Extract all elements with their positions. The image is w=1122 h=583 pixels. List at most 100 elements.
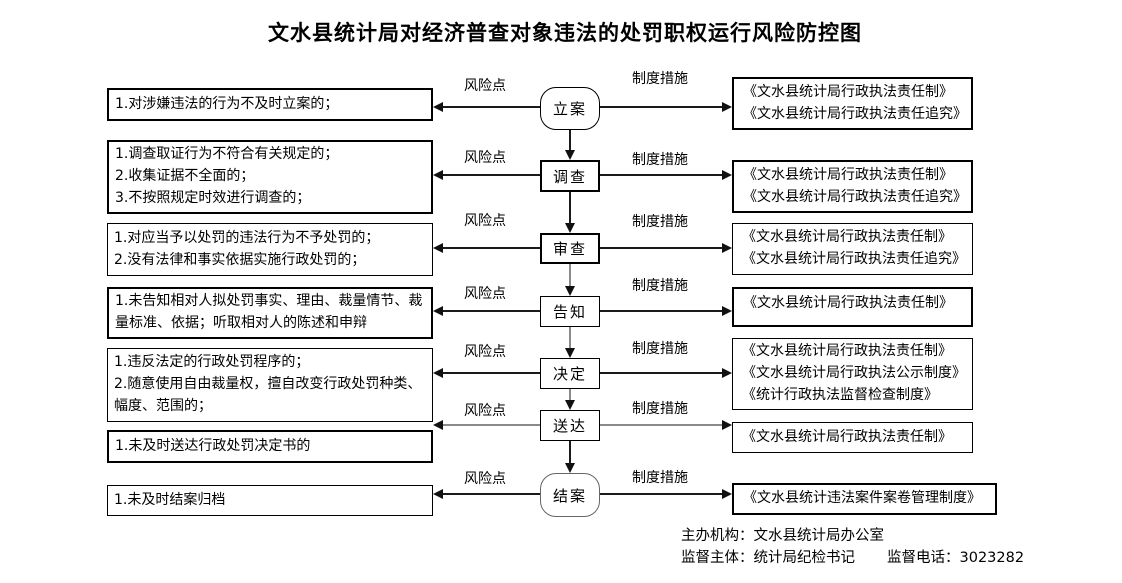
measure-box-row4: 《文水县统计局行政执法责任制》 [732,287,973,327]
measure-text: 《文水县统计局行政执法责任制》 [743,295,953,311]
measure-text: 《文水县统计局行政执法责任追究》 [743,105,967,122]
measure-text: 《文水县统计局行政执法责任制》 [742,428,952,445]
measure-box-row7: 《文水县统计违法案件案卷管理制度》 [732,483,997,515]
risk-text: 1.对应当予以处罚的违法行为不予处罚的； [114,229,380,246]
arrowhead-left-icon [433,102,443,112]
flow-node-label: 告知 [552,303,587,321]
risk-point-label-row3: 风险点 [464,213,506,229]
arrowhead-left-icon [433,420,443,430]
risk-arrow-row7 [442,493,540,495]
measure-label-row3: 制度措施 [632,214,688,230]
measure-arrow-row6 [600,424,722,426]
measure-box-row6: 《文水县统计局行政执法责任制》 [732,422,973,453]
arrowhead-down-icon [565,463,575,473]
measure-arrow-row4 [600,310,722,312]
flow-node-label: 立案 [552,100,587,118]
measure-text: 《文水县统计局行政执法责任制》 [743,83,953,100]
risk-point-label-row1: 风险点 [464,78,506,94]
measure-arrow-row7 [600,493,722,495]
measure-label-row5: 制度措施 [632,341,688,357]
arrowhead-left-icon [433,243,443,253]
footer-phone: 监督电话：3023282 [887,549,1025,566]
flow-connector-1-2 [569,130,571,151]
risk-text: 1.调查取证行为不符合有关规定的； [115,146,339,163]
risk-arrow-row3 [442,247,540,249]
measure-arrow-row3 [600,247,722,249]
measure-box-row2: 《文水县统计局行政执法责任制》 《文水县统计局行政执法责任追究》 [732,160,973,213]
measure-text: 《文水县统计局行政执法责任追究》 [742,251,966,267]
risk-text: 2.收集证据不全面的； [115,168,255,185]
arrowhead-right-icon [722,170,732,180]
footer: 主办机构：文水县统计局办公室 监督主体：统计局纪检书记监督电话：3023282 [681,526,1024,570]
risk-box-row1: 1.对涉嫌违法的行为不及时立案的； [107,88,433,121]
flow-connector-5-6 [569,389,571,401]
risk-point-label-row7: 风险点 [464,471,506,487]
arrowhead-right-icon [722,489,732,499]
measure-label-row1: 制度措施 [632,71,688,87]
measure-label-row2: 制度措施 [632,152,688,168]
flow-connector-2-3 [569,192,571,224]
flow-connector-4-5 [569,327,571,349]
page-title: 文水县统计局对经济普查对象违法的处罚职权运行风险防控图 [268,21,862,45]
measure-text: 《文水县统计局行政执法责任制》 [742,229,952,246]
risk-box-row5: 1.违反法定的行政处罚程序的； 2.随意使用自由裁量权，擅自改变行政处罚种类、幅… [107,348,433,422]
risk-text: 2.没有法律和事实依据实施行政处罚的； [114,251,366,268]
risk-text: 1.未及时送达行政处罚决定书的 [115,437,311,454]
arrowhead-left-icon [433,489,443,499]
risk-text: 2.随意使用自由裁量权，擅自改变行政处罚种类、幅度、范围的； [114,376,422,414]
arrowhead-left-icon [433,170,443,180]
flow-node-label: 送达 [552,417,587,435]
arrowhead-right-icon [722,368,732,378]
flow-connector-3-4 [569,264,571,287]
flow-node-label: 审查 [552,240,587,258]
arrowhead-right-icon [722,306,732,316]
risk-box-row3: 1.对应当予以处罚的违法行为不予处罚的； 2.没有法律和事实依据实施行政处罚的； [107,223,433,276]
risk-point-label-row6: 风险点 [464,403,506,419]
arrowhead-left-icon [433,306,443,316]
risk-point-label-row5: 风险点 [464,344,506,360]
risk-text: 1.对涉嫌违法的行为不及时立案的； [115,95,339,112]
risk-box-row4: 1.未告知相对人拟处罚事实、理由、裁量情节、裁量标准、依据；听取相对人的陈述和申… [107,287,433,339]
arrowhead-right-icon [722,243,732,253]
arrowhead-right-icon [722,102,732,112]
measure-text: 《文水县统计局行政执法责任追究》 [743,188,967,205]
measure-label-row4: 制度措施 [632,278,688,294]
risk-text: 1.违反法定的行政处罚程序的； [114,354,310,371]
measure-label-row7: 制度措施 [632,470,688,486]
risk-arrow-row4 [442,310,540,312]
risk-text: 1.未及时结案归档 [114,491,226,508]
flow-node-filing: 立案 [540,87,600,130]
risk-box-row7: 1.未及时结案归档 [107,485,433,516]
measure-box-row1: 《文水县统计局行政执法责任制》 《文水县统计局行政执法责任追究》 [732,77,973,130]
flow-connector-6-7 [569,441,571,464]
arrowhead-down-icon [565,150,575,160]
measure-arrow-row5 [600,372,722,374]
risk-box-row2: 1.调查取证行为不符合有关规定的； 2.收集证据不全面的； 3.不按照规定时效进… [107,140,433,214]
flow-node-investigation: 调查 [540,160,600,192]
flow-node-review: 审查 [540,233,600,264]
measure-text: 《文水县统计违法案件案卷管理制度》 [743,490,981,507]
flow-node-label: 调查 [552,167,587,186]
arrowhead-left-icon [433,368,443,378]
measure-text: 《文水县统计局行政执法责任制》 [742,343,952,360]
risk-point-label-row2: 风险点 [464,150,506,166]
measure-arrow-row1 [600,106,722,108]
arrowhead-down-icon [565,400,575,410]
risk-point-label-row4: 风险点 [464,286,506,302]
flow-node-label: 结案 [552,486,587,505]
flow-node-case-closing: 结案 [540,473,600,517]
measure-arrow-row2 [600,174,722,176]
risk-arrow-row1 [442,106,540,108]
arrowhead-down-icon [565,223,575,233]
flow-node-notification: 告知 [540,296,600,327]
flow-node-delivery: 送达 [540,410,600,441]
risk-arrow-row6 [442,424,540,426]
footer-supervisor: 监督主体：统计局纪检书记 [681,549,855,566]
measure-text: 《文水县统计局行政执法公示制度》 [742,365,966,382]
risk-text: 3.不按照规定时效进行调查的； [115,189,311,206]
risk-arrow-row2 [442,174,540,176]
flow-node-decision: 决定 [540,358,600,389]
arrowhead-down-icon [565,348,575,358]
arrowhead-right-icon [722,420,732,430]
